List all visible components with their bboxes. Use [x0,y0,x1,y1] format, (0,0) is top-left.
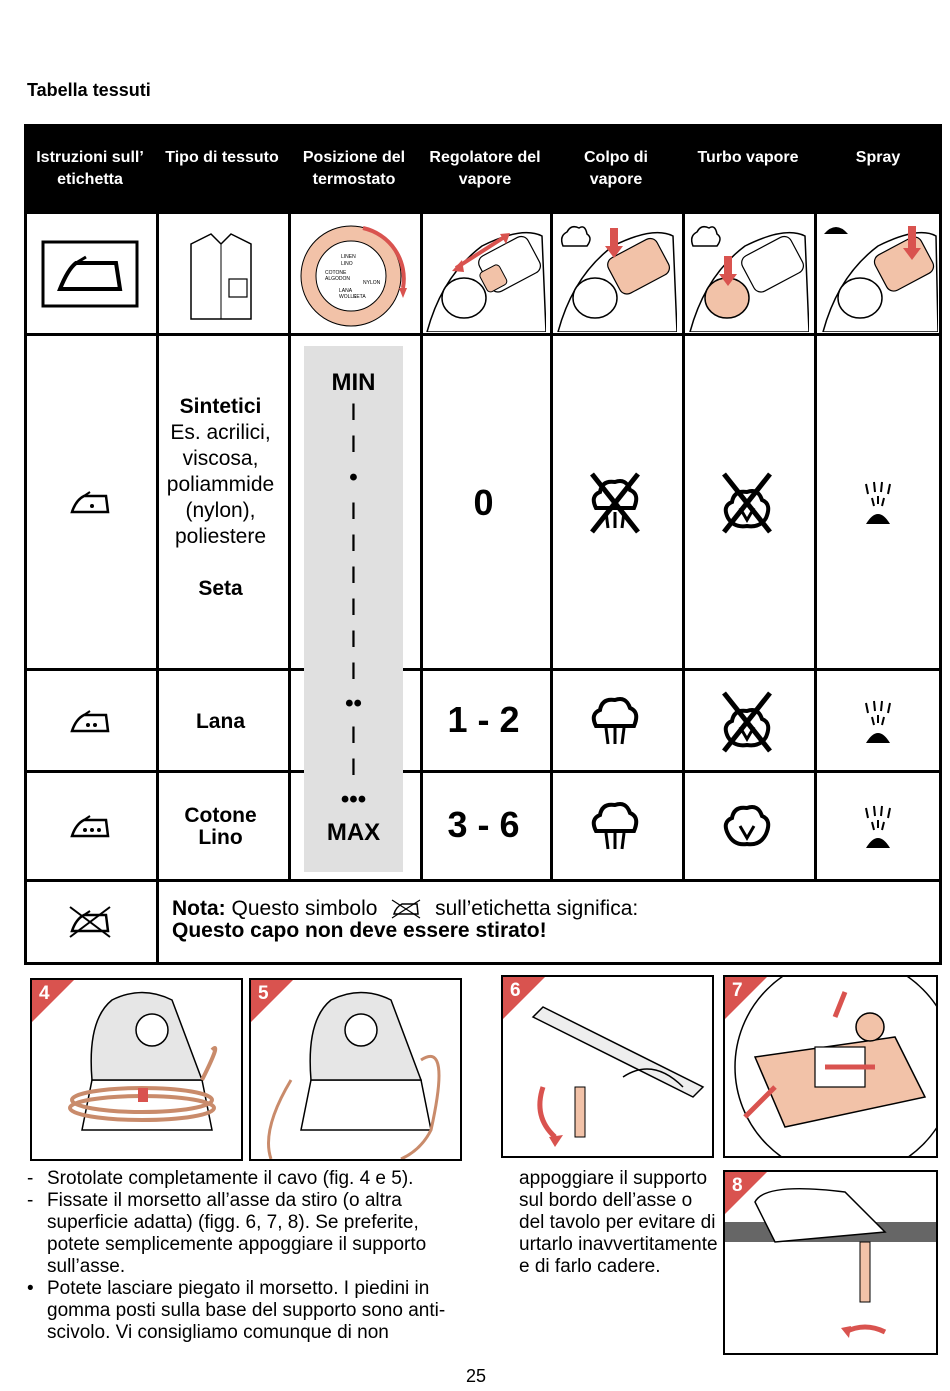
figure-number: 6 [510,980,521,1001]
fabric-detail: viscosa, [182,447,259,470]
steam-shot-button-icon [550,214,679,333]
svg-text:SETA: SETA [353,294,366,300]
turbo-crossed-icon [682,672,811,771]
list-item: -Fissate il morsetto all’asse da stiro (… [27,1190,427,1277]
steam-regulator-icon [420,214,547,333]
figure-5: 5 [249,978,462,1161]
header-fabric-type: Tipo di tessuto [165,149,279,166]
note: Nota: Questo simbolo sull’etichetta sign… [172,898,638,942]
note-text-after: sull’etichetta significa: [435,897,639,920]
header-steam-shot: Colpo di vapore [584,149,648,188]
svg-text:NYLON: NYLON [363,280,381,286]
station-base-clamp-icon [734,977,936,1156]
thermostat-one-dot: • [349,464,358,491]
fabric-name: Seta [198,577,243,600]
thermostat-two-dots: •• [345,690,362,717]
page-title: Tabella tessuti [27,80,151,100]
thermostat-mark: I [350,754,357,781]
turbo-crossed-icon [682,336,811,669]
svg-text:COTONE: COTONE [325,270,347,276]
steam-shot-crossed-icon [550,336,679,669]
thermostat-mark: I [350,431,357,458]
fabric-cotton-linen: Cotone Lino [184,804,257,849]
clamp-on-board-icon [725,1187,936,1338]
thermostat-mark: I [350,594,357,621]
fabric-detail: poliammide [166,473,275,496]
note-label: Nota: [172,897,226,920]
header-steam-regulator: Regolatore del vapore [429,149,541,188]
turbo-steam-button-icon [682,214,811,333]
svg-text:WOLLE: WOLLE [339,294,357,300]
fabric-detail: Es. acrilici, [170,421,271,444]
iron-label-icon [27,214,153,333]
header-label-instructions: Istruzioni sull’ etichetta [36,149,144,188]
figure-6: 6 [501,975,714,1158]
instructions-continuation: appoggiare il supporto sul bordo dell’as… [519,1168,718,1277]
steam-setting: 1 - 2 [447,698,520,740]
figure-4: 4 [30,978,243,1161]
figure-number: 5 [258,983,269,1004]
figure-number: 4 [39,983,50,1004]
svg-text:LINO: LINO [341,261,353,267]
thermostat-max: MAX [326,819,381,846]
header-turbo: Turbo vapore [697,149,799,166]
steam-shot-icon [550,672,679,771]
fabric-detail: poliestere [174,525,267,548]
thermostat-mark: I [350,722,357,749]
spray-icon [815,672,940,771]
iron-station-cord-icon [68,991,218,1131]
thermostat-mark: I [350,562,357,589]
svg-text:ALGODON: ALGODON [325,276,350,282]
figure-number: 8 [732,1175,743,1196]
thermostat-mark: I [350,530,357,557]
svg-text:LANA: LANA [339,288,353,294]
fabric-detail: (nylon), [185,499,256,522]
steam-setting: 0 [473,481,494,523]
page-number: 25 [466,1366,487,1386]
header-spray: Spray [855,149,901,166]
thermostat-dial-icon: LINEN LINO COTONE ALGODON NYLON LANA WOL… [288,214,417,333]
no-iron-icon [27,882,153,962]
figure-7: 7 [723,975,938,1158]
thermostat-min: MIN [331,369,376,396]
fabric-name: Sintetici [179,395,262,418]
thermostat-mark: I [350,399,357,426]
spray-icon [815,336,940,669]
list-item: -Srotolate completamente il cavo (fig. 4… [27,1168,414,1189]
fabric-table [24,214,942,965]
thermostat-mark: I [350,498,357,525]
note-text-before: Questo simbolo [231,897,378,920]
iron-two-dots-icon [27,672,153,771]
fabric-wool: Lana [195,709,245,733]
steam-shot-icon [550,774,679,880]
instructions-list: -Srotolate completamente il cavo (fig. 4… [27,1168,467,1344]
figure-8: 8 [723,1170,938,1355]
fabric-synthetics: Sintetici Es. acrilici, viscosa, poliamm… [156,394,285,602]
list-item: •Potete lasciare piegato il morsetto. I … [27,1278,446,1343]
thermostat-three-dots: ••• [340,786,367,813]
thermostat-mark: I [350,658,357,685]
thermostat-mark: I [350,626,357,653]
turbo-icon [682,774,811,880]
iron-station-unrolled-icon [267,991,441,1159]
header-thermostat: Posizione del termostato [302,149,406,188]
note-warning: Questo capo non deve essere stirato! [172,919,547,942]
shirt-icon [156,214,285,333]
svg-text:LINEN: LINEN [341,254,356,260]
iron-three-dots-icon [27,774,153,880]
figure-number: 7 [732,980,743,1001]
iron-one-dot-icon [27,336,153,669]
spray-icon [815,774,940,880]
no-iron-small-icon [391,899,421,919]
thermostat-range-bar [304,346,403,872]
table-header: Istruzioni sull’ etichetta Tipo di tessu… [24,124,942,214]
steam-setting: 3 - 6 [447,804,520,845]
spray-button-icon [815,214,940,333]
